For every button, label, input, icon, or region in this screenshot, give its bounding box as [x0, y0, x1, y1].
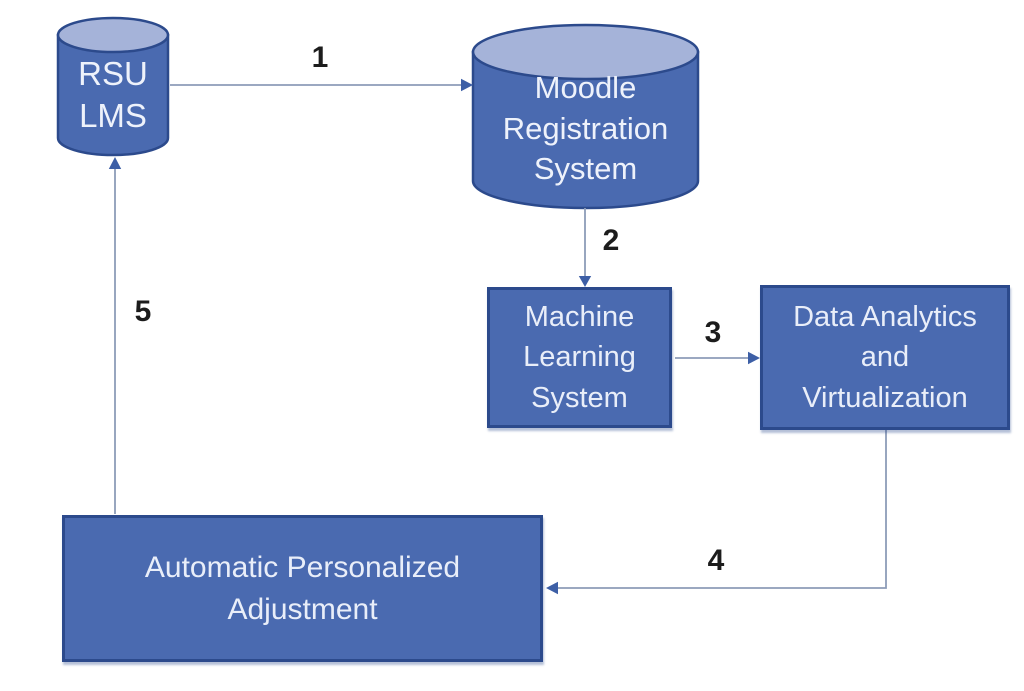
node-rsu-lms-label: RSU LMS [78, 54, 148, 134]
edge-3-label: 3 [704, 316, 722, 349]
edge-4-arrowhead [546, 581, 558, 595]
node-data-analytics-virtualization-label: Data Analytics and Virtualization [793, 301, 977, 414]
node-machine-learning-system-label: Machine Learning System [523, 301, 636, 414]
edge-1-arrowhead [461, 78, 473, 92]
edge-3-arrowhead [748, 351, 760, 365]
node-moodle-label: Moodle Registration System [502, 69, 669, 187]
node-machine-learning-system: Machine Learning System [487, 287, 672, 428]
edge-1-label: 1 [311, 41, 329, 74]
edge-5-arrowhead [108, 157, 122, 169]
node-automatic-personalized-adjustment-label: Automatic Personalized Adjustment [144, 550, 461, 626]
edge-2-label: 2 [602, 224, 620, 257]
edge-2-arrowhead [578, 276, 592, 287]
edge-4-label: 4 [707, 544, 725, 577]
edge-5-label: 5 [134, 295, 152, 328]
node-automatic-personalized-adjustment: Automatic Personalized Adjustment [62, 515, 543, 662]
node-data-analytics-virtualization: Data Analytics and Virtualization [760, 285, 1010, 430]
